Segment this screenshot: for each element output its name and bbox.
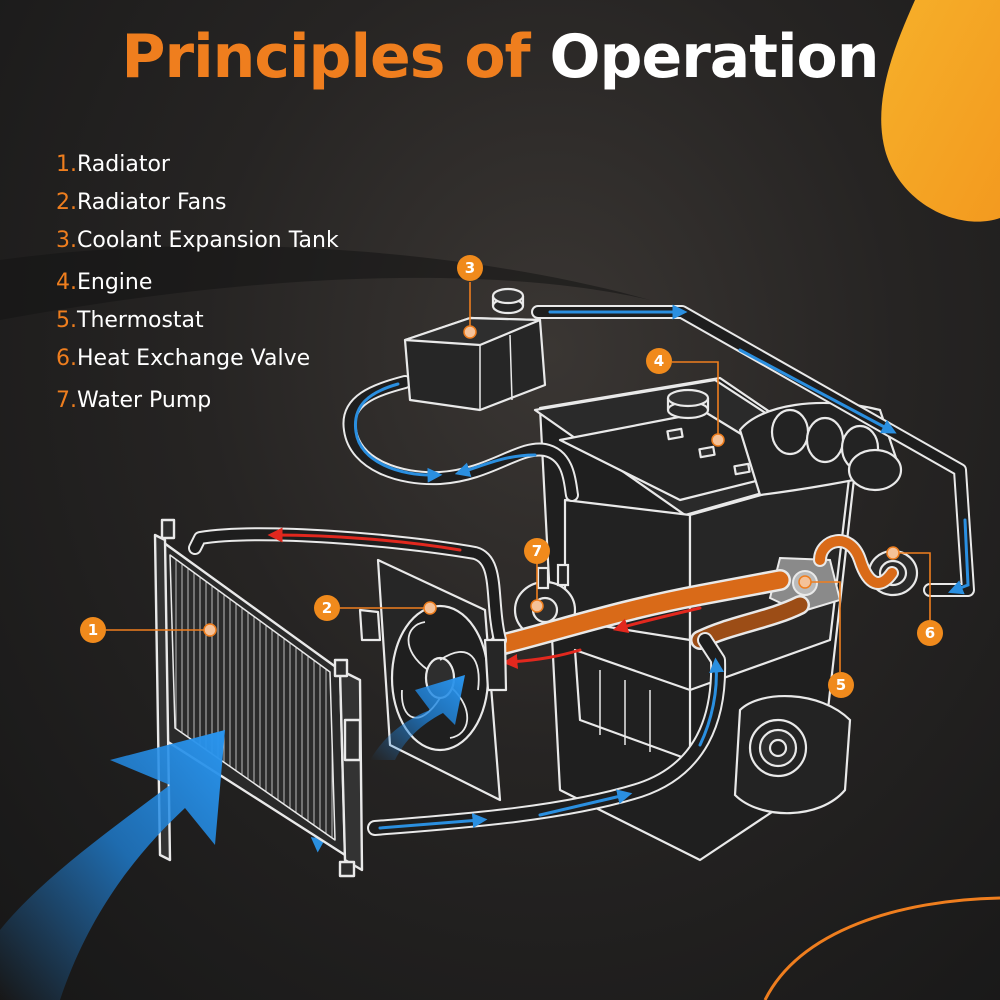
component-legend: 1.Radiator 2.Radiator Fans 3.Coolant Exp…	[56, 146, 339, 420]
legend-label: Engine	[77, 270, 153, 295]
callout-dot	[530, 599, 544, 613]
callout-dot	[463, 325, 477, 339]
legend-number: 6.	[56, 346, 77, 371]
flow-arrows	[267, 304, 970, 853]
legend-label: Coolant Expansion Tank	[77, 228, 339, 253]
cold-flow-arrow	[454, 453, 537, 477]
orange-arc-shape	[763, 896, 1000, 1000]
legend-label: Thermostat	[77, 308, 204, 333]
cold-flow-arrow	[353, 382, 443, 483]
cold-flow-arrow	[378, 813, 488, 830]
title-part-white: Operation	[549, 22, 880, 92]
legend-number: 2.	[56, 190, 77, 215]
legend-label: Radiator Fans	[77, 190, 227, 215]
callout-leaders	[106, 282, 931, 672]
cold-flow-arrow	[538, 789, 633, 817]
timing-pulley	[733, 695, 852, 815]
cold-flow-arrow	[698, 657, 725, 747]
hot-flow-arrow	[612, 606, 702, 634]
intake-manifold	[738, 401, 903, 497]
legend-label: Heat Exchange Valve	[77, 346, 311, 371]
callout-water-pump: 7	[524, 538, 550, 564]
airflow-arrow-large	[0, 730, 225, 1000]
legend-item-engine: 4.Engine	[56, 264, 339, 302]
radiator-fan	[358, 558, 508, 802]
callout-dot	[798, 575, 812, 589]
legend-item-heat-exchange-valve: 6.Heat Exchange Valve	[56, 340, 339, 378]
legend-item-water-pump: 7.Water Pump	[56, 382, 339, 420]
radiator	[153, 518, 364, 878]
callout-dots	[203, 325, 900, 637]
callout-dot	[886, 546, 900, 560]
cold-flow-arrow	[738, 348, 897, 434]
legend-item-radiator: 1.Radiator	[56, 146, 339, 184]
callout-expansion-tank: 3	[457, 255, 483, 281]
dark-swoosh-shape	[0, 245, 650, 320]
callout-radiator: 1	[80, 617, 106, 643]
page-title: Principles of Operation	[0, 22, 1000, 92]
hot-flow-arrow	[502, 648, 582, 669]
orange-blob-shape	[881, 0, 1000, 222]
hot-flow-arrow	[267, 527, 462, 552]
legend-number: 5.	[56, 308, 77, 333]
legend-number: 1.	[56, 152, 77, 177]
legend-item-thermostat: 5.Thermostat	[56, 302, 339, 340]
legend-label: Water Pump	[77, 388, 212, 413]
legend-item-radiator-fans: 2.Radiator Fans	[56, 184, 339, 222]
callout-engine: 4	[646, 348, 672, 374]
thermostat-hoses	[489, 534, 899, 656]
airflow-arrows	[0, 675, 465, 1000]
legend-number: 4.	[56, 270, 77, 295]
cold-flow-arrow	[947, 518, 970, 595]
title-part-orange: Principles of	[121, 22, 531, 92]
callout-heat-exchange-valve: 6	[917, 620, 943, 646]
legend-number: 7.	[56, 388, 77, 413]
callout-dot	[423, 601, 437, 615]
callout-thermostat: 5	[828, 672, 854, 698]
legend-label: Radiator	[77, 152, 170, 177]
legend-number: 3.	[56, 228, 77, 253]
legend-item-expansion-tank: 3.Coolant Expansion Tank	[56, 222, 339, 260]
airflow-arrow-small	[370, 675, 465, 760]
callout-radiator-fans: 2	[314, 595, 340, 621]
expansion-tank	[403, 287, 547, 412]
callout-dot	[203, 623, 217, 637]
callout-dot	[711, 433, 725, 447]
